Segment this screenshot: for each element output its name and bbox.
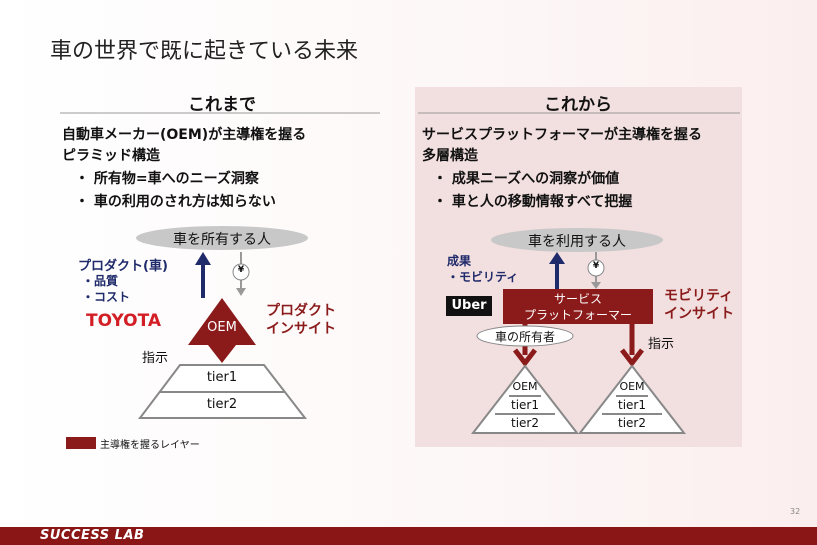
platform-label: プラットフォーマー [523,308,633,322]
page-number: 32 [790,507,801,516]
oem-label: OEM [207,320,237,335]
footer-brand: SUCCESS LAB [40,528,145,543]
left-header: これまで [188,95,256,115]
left-heading: 自動車メーカー(OEM)が主導権を握る [62,127,307,143]
value-title: プロダクト(車) [78,259,168,274]
value-item: ・品質 [82,274,119,288]
right-header: これから [544,95,612,115]
right-heading2: 多層構造 [422,148,478,164]
pyramid-right [577,364,687,434]
insight-label: インサイト [266,321,336,337]
oem-triangle [188,298,256,345]
customer-label: 車を所有する人 [173,232,271,248]
instruction-label: 指示 [648,337,675,352]
right-heading: サービスプラットフォーマーが主導権を握る [422,127,702,143]
legend-swatch [66,437,96,449]
insight-label: モビリティ [664,288,734,304]
slide-title: 車の世界で既に起きている未来 [50,39,359,64]
uber-logo [446,296,492,316]
oem-label: OEM [512,380,538,393]
tier2-label: tier2 [511,416,539,430]
value-item: ・モビリティ [447,270,519,284]
insight-label: インサイト [664,306,734,322]
platform-box [503,289,653,324]
instruction-label: 指示 [142,351,169,366]
yen-label: ¥ [592,261,600,271]
down-arrow-icon [208,345,236,363]
value-title: 成果 [447,254,472,268]
right-bullet: ・ 成果ニーズへの洞察が価値 [433,171,620,187]
tier1-label: tier1 [511,398,539,412]
user-ellipse [491,228,663,252]
yen-icon [587,259,605,277]
insight-label: プロダクト [266,303,336,319]
tier1-label: tier1 [618,398,646,412]
yen-label: ¥ [237,265,245,275]
customer-label: 車を利用する人 [528,234,626,250]
left-heading2: ピラミッド構造 [62,148,160,164]
right-bullet: ・ 車と人の移動情報すべて把握 [433,194,633,210]
footer-bar [0,527,817,545]
yen-icon [232,263,250,281]
tier2-label: tier2 [618,416,646,430]
platform-label: サービス [553,292,603,306]
owner-label: 車の所有者 [494,330,556,344]
left-bullet: ・ 車の利用のされ方は知らない [75,194,276,210]
down-arrow-icon [513,348,537,368]
toyota-logo: TOYOTA [86,311,162,331]
uber-label: Uber [451,298,487,313]
tier2-label: tier2 [206,397,238,412]
oem-label: OEM [619,380,645,393]
down-arrow-icon [620,348,644,368]
left-bullet: ・ 所有物=車へのニーズ洞察 [75,171,259,187]
pyramid-left [470,364,580,434]
legend-label: 主導権を握るレイヤー [100,440,200,451]
future-panel [415,87,742,447]
tier1-label: tier1 [206,370,238,385]
owner-ellipse [476,325,574,347]
owner-ellipse [136,226,308,250]
value-item: ・コスト [82,290,131,304]
